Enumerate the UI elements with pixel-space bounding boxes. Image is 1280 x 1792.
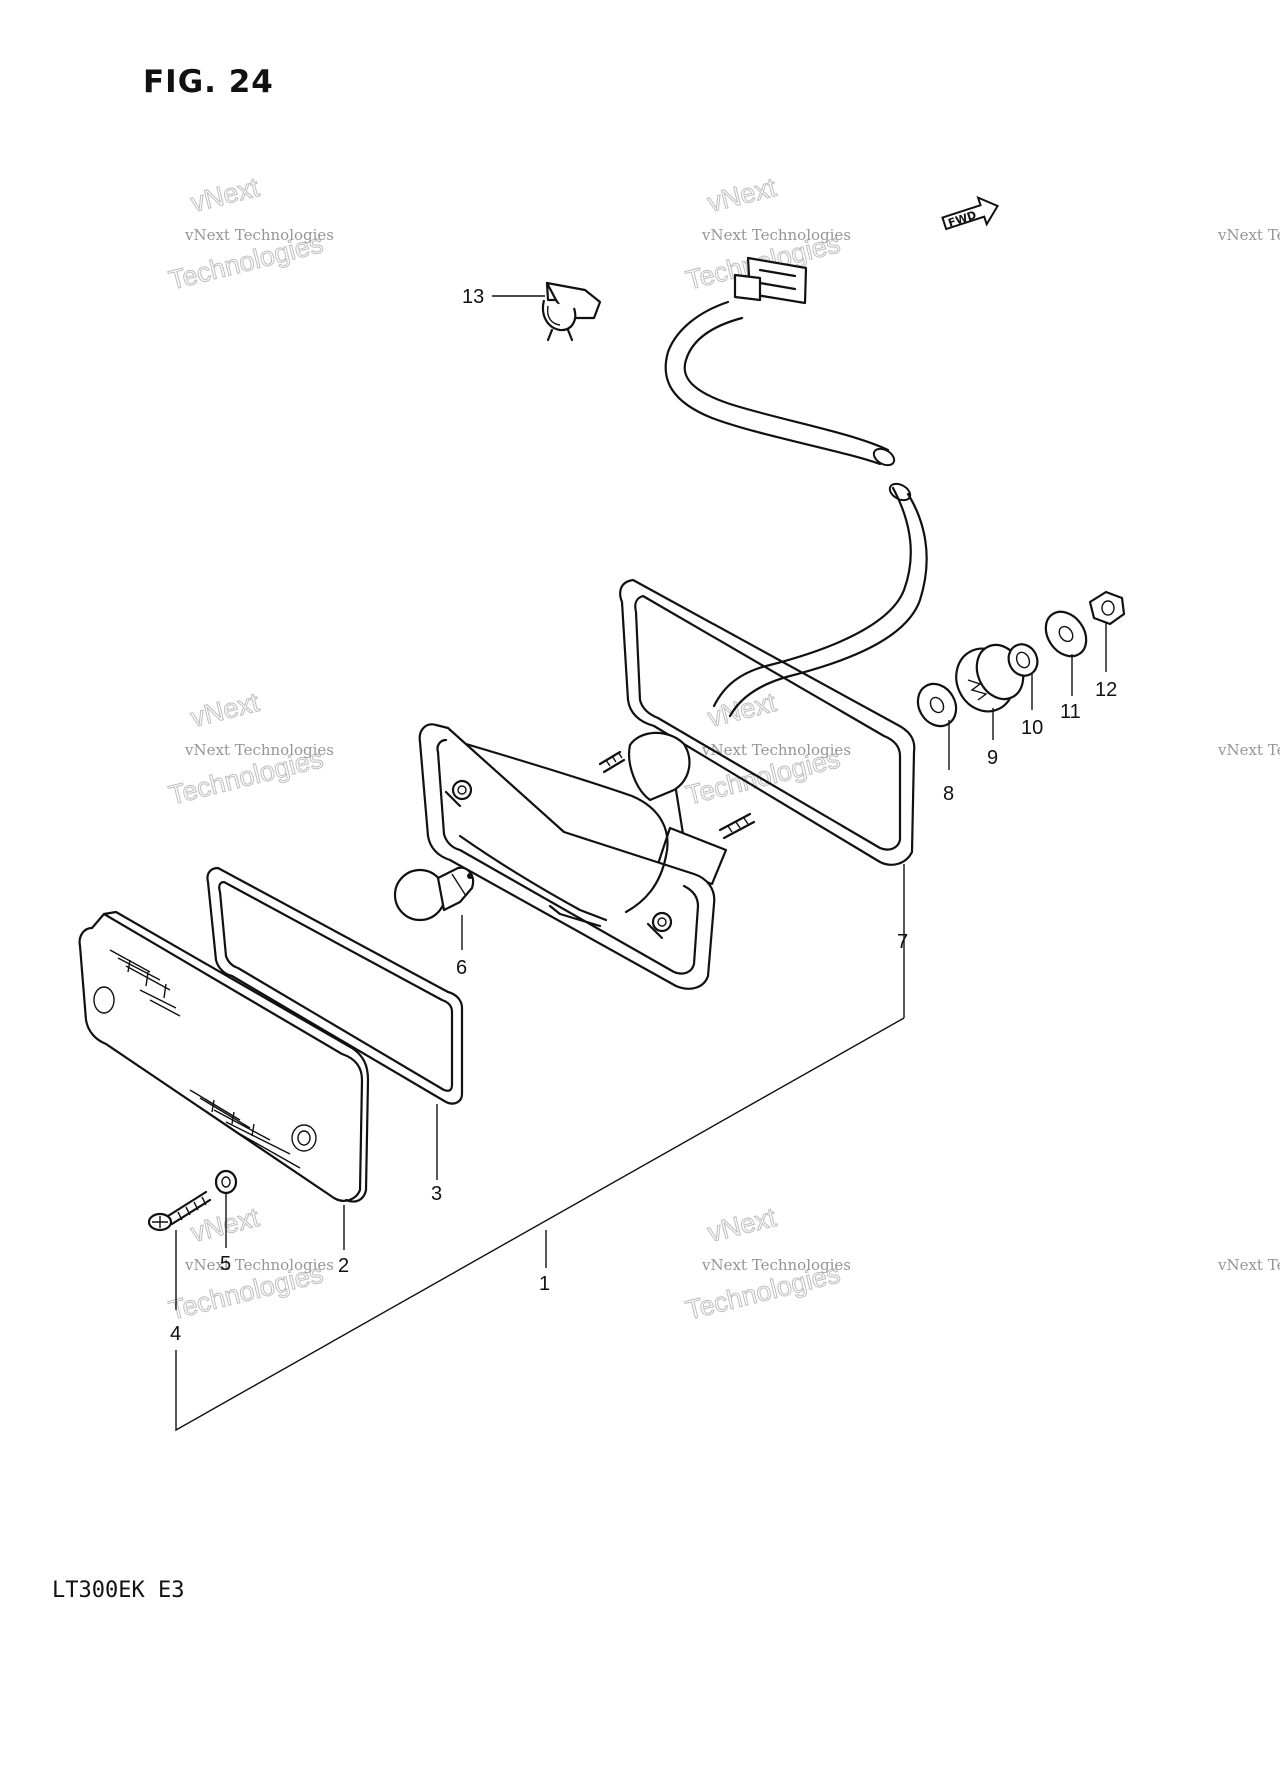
part-13-clamp bbox=[541, 281, 602, 342]
watermark-bottom-right: vNext Technologies bbox=[1217, 1256, 1280, 1274]
part-2-lens bbox=[78, 910, 370, 1203]
watermark-mid-right: vNext Technologies bbox=[1217, 741, 1280, 759]
watermark-mid-center: vNext vNext Technologies Technologies bbox=[682, 687, 851, 812]
callout-labels: 1 2 3 4 5 6 7 8 9 10 11 12 13 bbox=[170, 286, 1117, 1345]
svg-text:vNext Technologies: vNext Technologies bbox=[184, 741, 334, 759]
svg-text:vNext Technologies: vNext Technologies bbox=[1217, 1256, 1280, 1274]
watermark-bottom-left: vNext vNext Technologies Technologies bbox=[165, 1202, 334, 1327]
svg-text:vNext: vNext bbox=[188, 172, 263, 218]
watermark-top-right: vNext Technologies bbox=[1217, 226, 1280, 244]
part-8-washer bbox=[916, 682, 958, 728]
callout-2: 2 bbox=[338, 1255, 349, 1277]
callout-12: 12 bbox=[1095, 679, 1117, 701]
svg-text:vNext: vNext bbox=[188, 687, 263, 733]
svg-text:vNext Technologies: vNext Technologies bbox=[1217, 741, 1280, 759]
part-3-lens-gasket bbox=[206, 866, 464, 1105]
callout-1: 1 bbox=[539, 1273, 550, 1295]
part-5-washer bbox=[214, 1169, 238, 1195]
svg-text:vNext Technologies: vNext Technologies bbox=[184, 1256, 334, 1274]
svg-text:vNext: vNext bbox=[188, 1202, 263, 1248]
watermark-top-left: vNext vNext Technologies Technologies bbox=[165, 172, 334, 297]
part-12-nut bbox=[1088, 590, 1126, 626]
part-7-gasket bbox=[619, 578, 916, 866]
watermark-bottom-center: vNext vNext Technologies Technologies bbox=[682, 1202, 851, 1327]
part-6-bulb bbox=[393, 866, 475, 922]
callout-6: 6 bbox=[456, 957, 467, 979]
svg-text:vNext Technologies: vNext Technologies bbox=[701, 741, 851, 759]
svg-text:vNext: vNext bbox=[705, 687, 780, 733]
svg-text:FWD: FWD bbox=[947, 208, 978, 229]
part-10-collar bbox=[1007, 643, 1039, 677]
fwd-arrow-icon: FWD bbox=[941, 195, 1000, 231]
figure-title: FIG. 24 bbox=[143, 64, 274, 100]
svg-text:vNext Technologies: vNext Technologies bbox=[1217, 226, 1280, 244]
callout-11: 11 bbox=[1060, 701, 1081, 723]
callout-5: 5 bbox=[220, 1253, 231, 1275]
svg-text:vNext Technologies: vNext Technologies bbox=[184, 226, 334, 244]
callout-3: 3 bbox=[431, 1183, 442, 1205]
part-4-screw bbox=[147, 1190, 212, 1232]
callout-10: 10 bbox=[1021, 717, 1043, 739]
svg-text:vNext Technologies: vNext Technologies bbox=[701, 226, 851, 244]
callout-8: 8 bbox=[943, 783, 954, 805]
callout-7: 7 bbox=[897, 931, 908, 953]
housing-body bbox=[418, 723, 756, 990]
leader-lines bbox=[175, 295, 1107, 1432]
watermark-mid-left: vNext vNext Technologies Technologies bbox=[165, 687, 334, 812]
part-11-washer bbox=[1044, 610, 1088, 658]
wire-harness bbox=[664, 256, 928, 718]
callout-13: 13 bbox=[462, 286, 484, 308]
callout-4: 4 bbox=[170, 1323, 181, 1345]
svg-text:vNext Technologies: vNext Technologies bbox=[701, 1256, 851, 1274]
callout-9: 9 bbox=[987, 747, 998, 769]
model-code: LT300EK E3 bbox=[52, 1578, 185, 1603]
svg-text:vNext: vNext bbox=[705, 1202, 780, 1248]
svg-text:vNext: vNext bbox=[705, 172, 780, 218]
